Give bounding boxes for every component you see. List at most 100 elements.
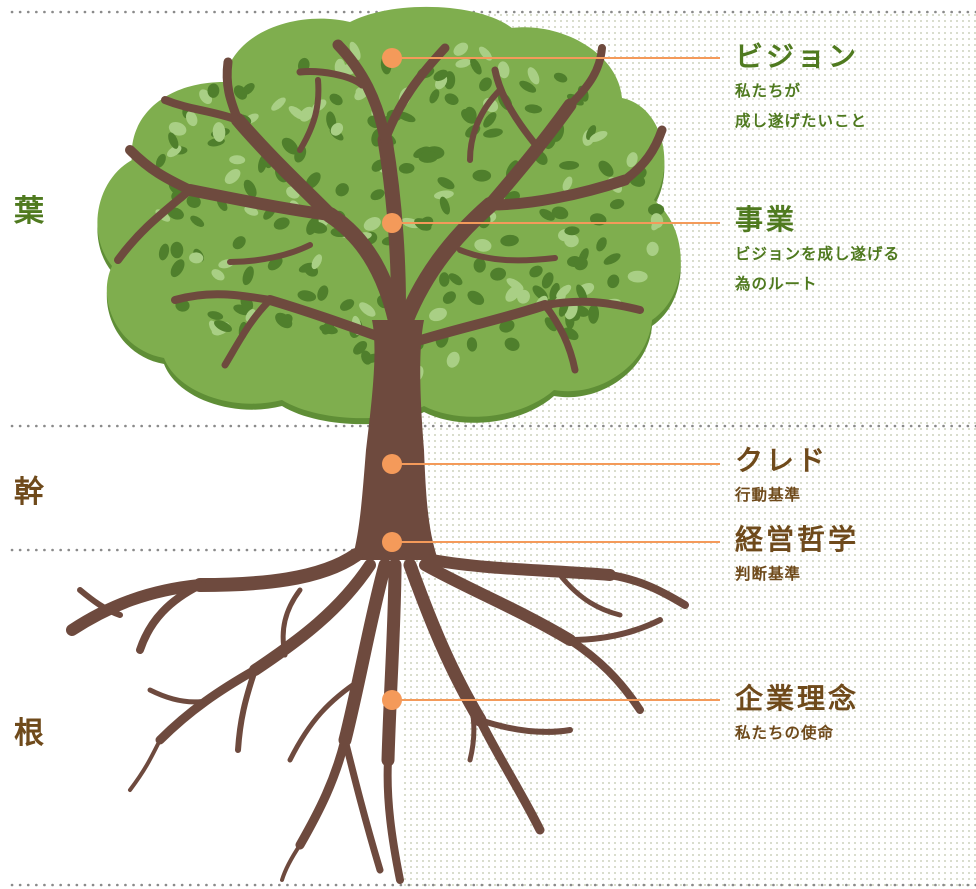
leaf xyxy=(527,67,540,85)
leaf xyxy=(573,257,588,271)
leaf xyxy=(271,97,286,111)
leaf xyxy=(330,122,344,136)
leaf xyxy=(648,203,665,216)
leaf xyxy=(588,304,600,324)
leaf xyxy=(229,155,246,165)
leaf xyxy=(444,93,459,106)
leaf xyxy=(544,317,557,332)
leaf xyxy=(189,252,204,264)
leaf xyxy=(281,137,299,155)
leaf xyxy=(429,89,440,104)
leaf xyxy=(396,111,416,123)
leaf xyxy=(499,319,515,333)
leaf xyxy=(490,267,507,281)
callout-desc-line: 行動基準 xyxy=(735,485,802,504)
callout-title: クレド xyxy=(735,444,829,477)
leaf xyxy=(586,125,597,140)
leaf xyxy=(497,61,510,79)
leaf xyxy=(214,320,232,333)
leaf xyxy=(479,77,492,92)
leaf xyxy=(473,258,486,273)
leaf xyxy=(455,58,471,68)
leaf xyxy=(190,215,205,227)
leaf xyxy=(155,153,166,168)
leaf xyxy=(589,130,608,143)
leaf xyxy=(429,307,447,322)
leaf xyxy=(168,132,179,149)
leaf xyxy=(598,160,614,177)
leaf xyxy=(224,169,241,184)
callout-desc-line: 私たちが xyxy=(735,81,802,100)
callout-markers xyxy=(382,48,402,710)
leaf xyxy=(500,234,519,247)
marker-credo xyxy=(382,454,402,474)
callout-title: 事業 xyxy=(735,203,798,236)
leaf xyxy=(242,266,254,286)
leaf xyxy=(359,302,376,317)
leaf xyxy=(317,285,329,301)
leaf xyxy=(472,169,492,182)
leaf xyxy=(168,121,187,136)
marker-business xyxy=(382,213,402,233)
leaf xyxy=(453,42,469,56)
leaf xyxy=(170,241,184,259)
leaf xyxy=(305,172,321,189)
callout-desc-line: 成し遂げたいこと xyxy=(735,111,868,130)
leaf xyxy=(439,272,450,287)
leaf xyxy=(562,176,573,191)
leaf xyxy=(519,80,537,93)
leaf xyxy=(553,72,568,83)
leaf xyxy=(433,190,454,200)
leaf xyxy=(414,218,432,231)
leaf xyxy=(439,196,450,215)
marker-mission xyxy=(382,690,402,710)
leaf xyxy=(413,146,431,158)
callout-desc-line: ビジョンを成し遂げる xyxy=(735,244,901,263)
leaf xyxy=(448,273,463,286)
callout-title: 企業理念 xyxy=(735,682,860,715)
callout-vision: ビジョン 私たちが 成し遂げたいこと xyxy=(735,41,868,136)
leaf xyxy=(170,259,185,278)
leaf xyxy=(308,221,328,234)
leaf xyxy=(297,290,317,302)
section-label-leaf: 葉 xyxy=(14,194,44,229)
leaf xyxy=(551,206,569,220)
callout-business: 事業 ビジョンを成し遂げる 為のルート xyxy=(735,203,901,299)
leaf xyxy=(241,83,255,95)
leaf xyxy=(603,253,621,265)
leaf xyxy=(609,199,625,210)
leaf xyxy=(517,289,530,304)
leaf xyxy=(539,208,555,221)
leaf xyxy=(564,226,580,236)
callout-connectors xyxy=(392,57,720,701)
callout-title: 経営哲学 xyxy=(735,523,860,556)
leaf xyxy=(442,291,456,304)
leaf xyxy=(524,104,543,114)
leaf xyxy=(207,311,224,320)
leaf xyxy=(607,274,620,289)
section-label-trunk: 幹 xyxy=(14,475,44,510)
leaf xyxy=(483,112,497,128)
leaf xyxy=(470,58,482,75)
leaf xyxy=(370,189,385,201)
leaf xyxy=(288,105,306,120)
callout-desc-line: 為のルート xyxy=(735,274,818,293)
leaf xyxy=(483,128,503,138)
leaf xyxy=(433,69,448,82)
leaf xyxy=(340,299,355,311)
leaf xyxy=(626,152,638,168)
leaf xyxy=(335,183,349,197)
leaf xyxy=(529,265,543,278)
leaf xyxy=(467,290,485,305)
section-dividers xyxy=(10,10,976,887)
leaf xyxy=(311,254,323,270)
leaf xyxy=(207,83,220,98)
leaf xyxy=(464,106,477,123)
marker-philosophy xyxy=(382,532,402,552)
callout-philosophy: 経営哲学 判断基準 xyxy=(735,523,860,589)
leaf xyxy=(646,241,659,256)
leaf xyxy=(627,270,648,283)
tree-roots xyxy=(66,548,689,884)
leaf xyxy=(650,213,664,229)
